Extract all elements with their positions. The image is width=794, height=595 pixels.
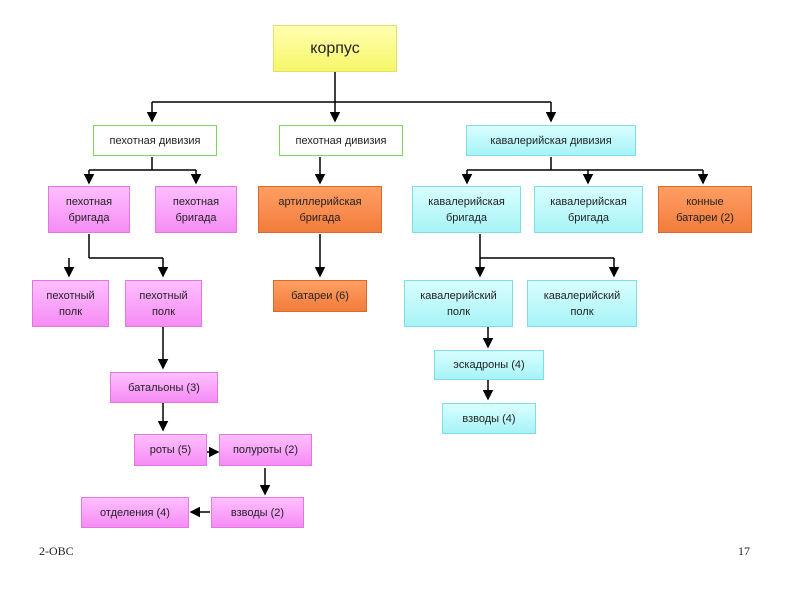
node-battalions: батальоны (3) [110, 372, 218, 403]
node-infantry-division-1: пехотная дивизия [93, 125, 217, 156]
node-squads: отделения (4) [81, 497, 189, 528]
node-horse-batteries: конные батареи (2) [658, 186, 752, 233]
node-cavalry-regiment-2: кавалерийский полк [527, 280, 637, 327]
node-batteries: батареи (6) [273, 280, 367, 312]
footer-label: 2-OBC [39, 544, 74, 558]
node-infantry-regiment-1: пехотный полк [32, 280, 109, 327]
node-cavalry-brigade-2: кавалерийская бригада [534, 186, 643, 233]
node-artillery-brigade: артиллерийская бригада [258, 186, 382, 233]
page-number: 17 [738, 544, 750, 558]
node-cavalry-platoons: взводы (4) [442, 403, 536, 434]
node-infantry-brigade-2: пехотная бригада [155, 186, 237, 233]
node-infantry-division-2: пехотная дивизия [279, 125, 403, 156]
node-infantry-brigade-1: пехотная бригада [48, 186, 130, 233]
node-cavalry-brigade-1: кавалерийская бригада [412, 186, 521, 233]
node-cavalry-regiment-1: кавалерийский полк [404, 280, 513, 327]
node-half-companies: полуроты (2) [219, 434, 312, 466]
node-companies: роты (5) [134, 434, 207, 466]
node-infantry-regiment-2: пехотный полк [125, 280, 202, 327]
node-cavalry-division: кавалерийская дивизия [466, 125, 636, 156]
node-korpus: корпус [273, 25, 397, 72]
node-platoons: взводы (2) [211, 497, 304, 528]
node-squadrons: эскадроны (4) [434, 350, 544, 380]
